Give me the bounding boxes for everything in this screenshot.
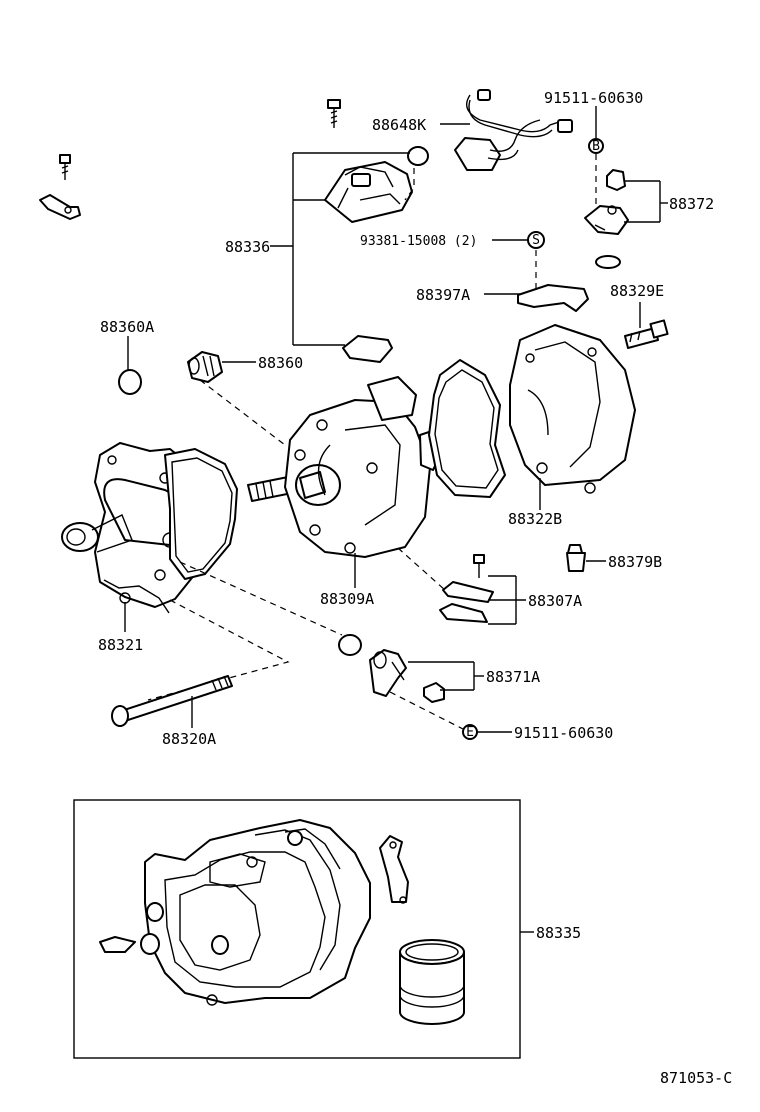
label-88379B: 88379B [608,553,662,571]
valve-88360 [187,351,223,383]
svg-text:S: S [532,233,540,248]
label-88371A: 88371A [486,668,540,686]
rear-head-88322B [509,324,636,494]
o-ring-88371A [338,634,362,656]
kit-box-88335 [73,799,521,1059]
bolt-88329E [624,319,669,349]
leader-88371A [408,661,484,691]
label-88322B: 88322B [508,510,562,528]
compressor-body-88309A [284,376,444,558]
plate-88307A-bot [439,603,488,623]
label-88360: 88360 [258,354,303,372]
symbol-s: S [527,231,545,249]
gasket-front [164,448,238,580]
o-ring-88360A [118,369,142,395]
valve-88371A [369,649,407,697]
symbol-b-top: B [588,138,604,154]
screw-88307A [473,554,485,578]
label-88309A: 88309A [320,590,374,608]
wire-harness-88648K [454,89,573,171]
label-88335: 88335 [536,924,581,942]
assembly-line-1 [179,561,343,636]
symbol-e-bottom: E [462,724,478,740]
leader-88372 [624,180,668,223]
plate-88307A-top [442,581,494,603]
o-ring-88336 [407,146,429,166]
svg-text:E: E [466,725,474,740]
valve-88372 [584,205,629,235]
label-88397A: 88397A [416,286,470,304]
gasket-88336 [342,335,393,363]
cap-88371A [423,682,445,703]
kit-bracket [379,835,409,904]
label-91511-top: 91511-60630 [544,89,643,107]
valve-assembly-88336 [324,161,413,223]
label-93381: 93381-15008 (2) [360,234,477,249]
leader-88336 [270,152,410,346]
bracket-88397A [517,284,589,312]
fitting-88379B [566,544,586,572]
kit-gasket-set [99,819,371,1006]
leader-88307A [488,575,526,625]
label-88648K: 88648K [372,116,426,134]
label-88372: 88372 [669,195,714,213]
label-88360A: 88360A [100,318,154,336]
label-88320A: 88320A [162,730,216,748]
gasket-rear [428,359,506,498]
label-91511-bot: 91511-60630 [514,724,613,742]
label-88329E: 88329E [610,282,664,300]
svg-text:B: B [592,139,600,154]
label-88307A: 88307A [528,592,582,610]
diagram-code: 871053-C [660,1069,732,1087]
screw-88336 [327,99,341,128]
through-bolt-88320A [111,675,233,727]
label-88321: 88321 [98,636,143,654]
small-bolt-top-left [59,154,71,180]
washer-88372 [595,255,621,269]
kit-cylinder-liner [399,939,465,1025]
label-88336: 88336 [225,238,270,256]
cap-88372 [606,169,626,191]
bracket-clip [39,194,81,220]
assembly-line-2 [147,599,290,701]
